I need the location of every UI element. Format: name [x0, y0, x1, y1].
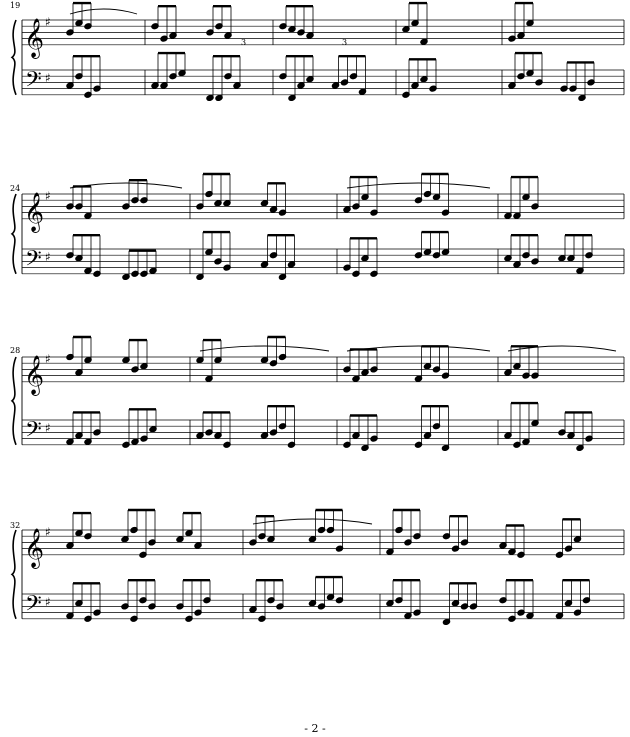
treble-clef-icon: 𝄞: [24, 528, 44, 569]
slur: [507, 345, 617, 352]
tuplet-label: 3: [241, 38, 246, 47]
slur: [69, 8, 138, 15]
bass-clef-icon: 𝄢: [25, 68, 42, 98]
page-number: - 2 -: [304, 722, 326, 735]
sharp-icon: ♯: [45, 421, 51, 435]
sharp-icon: ♯: [45, 595, 51, 609]
slur: [252, 518, 373, 525]
treble-clef-icon: 𝄞: [24, 355, 44, 396]
treble-clef-icon: 𝄞: [24, 18, 44, 59]
sharp-icon: ♯: [45, 525, 51, 539]
brace: [10, 529, 17, 620]
tuplet-label: 3: [342, 38, 347, 47]
measure-number-24: 24: [10, 184, 20, 193]
brace: [10, 356, 17, 446]
slur: [346, 182, 491, 189]
sharp-icon: ♯: [45, 352, 51, 366]
sharp-icon: ♯: [45, 71, 51, 85]
sharp-icon: ♯: [45, 189, 51, 203]
system: 𝄞𝄢♯♯: [10, 508, 625, 626]
brace: [10, 19, 17, 96]
treble-clef-icon: 𝄞: [24, 192, 44, 233]
sharp-icon: ♯: [45, 250, 51, 264]
measure-number-28: 28: [10, 346, 20, 355]
measure-number-19: 19: [10, 1, 20, 10]
slur: [69, 182, 183, 189]
sharp-icon: ♯: [45, 15, 51, 29]
measure-number-32: 32: [10, 521, 20, 530]
system: 𝄞𝄢♯♯: [10, 172, 625, 281]
slur: [199, 345, 330, 352]
brace: [10, 193, 17, 275]
bass-clef-icon: 𝄢: [25, 418, 42, 448]
system: 𝄞𝄢♯♯: [10, 1, 625, 102]
bass-clef-icon: 𝄢: [25, 592, 42, 622]
system: 𝄞𝄢♯♯: [10, 335, 625, 452]
bass-clef-icon: 𝄢: [25, 247, 42, 277]
slur: [346, 345, 491, 352]
